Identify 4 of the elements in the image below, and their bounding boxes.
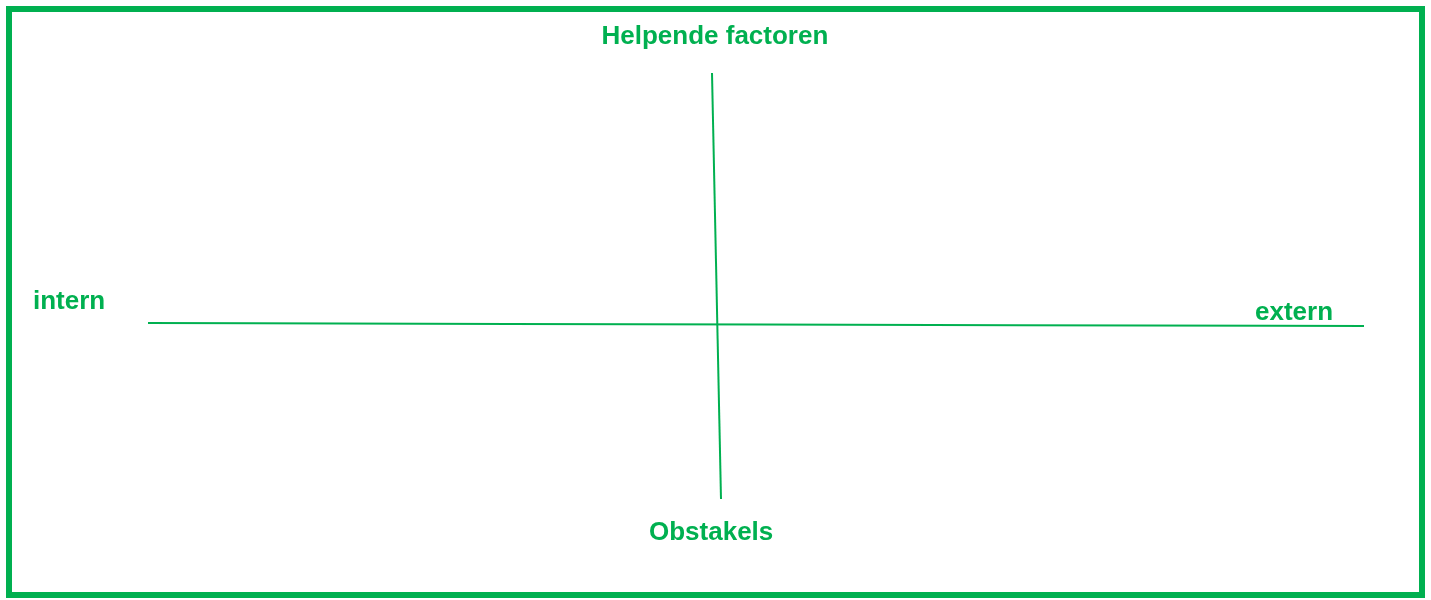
axis-label: intern xyxy=(33,284,106,316)
axis-label: Helpende factoren xyxy=(601,19,829,51)
axis-label: extern xyxy=(1255,295,1334,327)
axis-label: Obstakels xyxy=(649,515,774,547)
